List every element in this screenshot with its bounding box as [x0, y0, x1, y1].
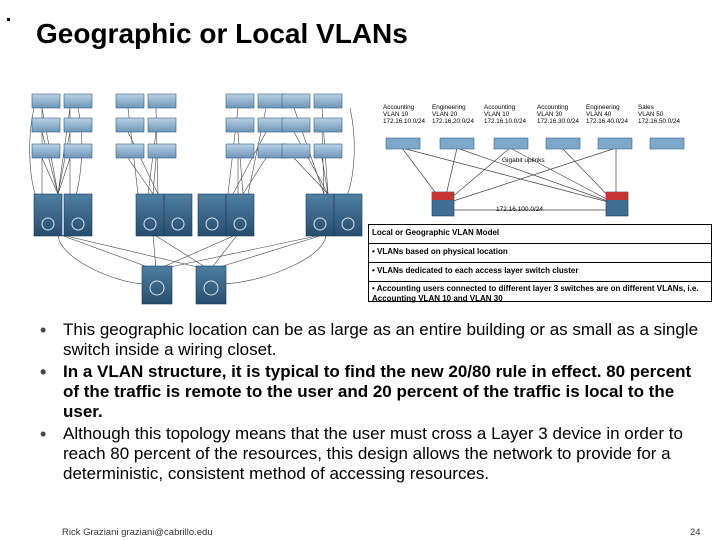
- vlan-model-legend: Local or Geographic VLAN Model • VLANs b…: [368, 224, 712, 303]
- bullet-dot-icon: •: [40, 320, 47, 340]
- bullet-text: Although this topology means that the us…: [63, 424, 683, 483]
- bullet-list: • This geographic location can be as lar…: [40, 320, 700, 486]
- bullet-text: This geographic location can be as large…: [63, 320, 699, 359]
- core-switches: [141, 265, 227, 305]
- bullet-item: • In a VLAN structure, it is typical to …: [40, 362, 700, 422]
- bullet-dot-icon: •: [40, 362, 47, 382]
- gigabit-uplinks-label: Gigabit uplinks: [502, 157, 545, 164]
- legend-item: • VLANs based on physical location: [369, 244, 711, 263]
- access-switch-row: [385, 137, 685, 150]
- legend-heading: Local or Geographic VLAN Model: [369, 225, 711, 244]
- bullet-item: • This geographic location can be as lar…: [40, 320, 700, 360]
- footer-author: Rick Graziani graziani@cabrillo.edu: [62, 527, 213, 538]
- bullet-item: • Although this topology means that the …: [40, 424, 700, 484]
- bullet-dot-icon: •: [40, 424, 47, 444]
- corner-dot: [7, 18, 10, 21]
- campus-topology-diagram: [29, 93, 363, 305]
- slide-title: Geographic or Local VLANs: [36, 18, 408, 49]
- legend-item: • Accounting users connected to differen…: [372, 284, 699, 303]
- bullet-text: In a VLAN structure, it is typical to fi…: [63, 362, 692, 421]
- access-switches: [31, 93, 343, 159]
- layer3-switches: [431, 191, 629, 217]
- core-subnet-label: 172.16.100.0/24: [496, 206, 543, 213]
- page-number: 24: [690, 527, 701, 538]
- vlan-model-diagram: [385, 137, 685, 217]
- distribution-switches: [33, 193, 363, 237]
- legend-item: • VLANs dedicated to each access layer s…: [369, 263, 711, 282]
